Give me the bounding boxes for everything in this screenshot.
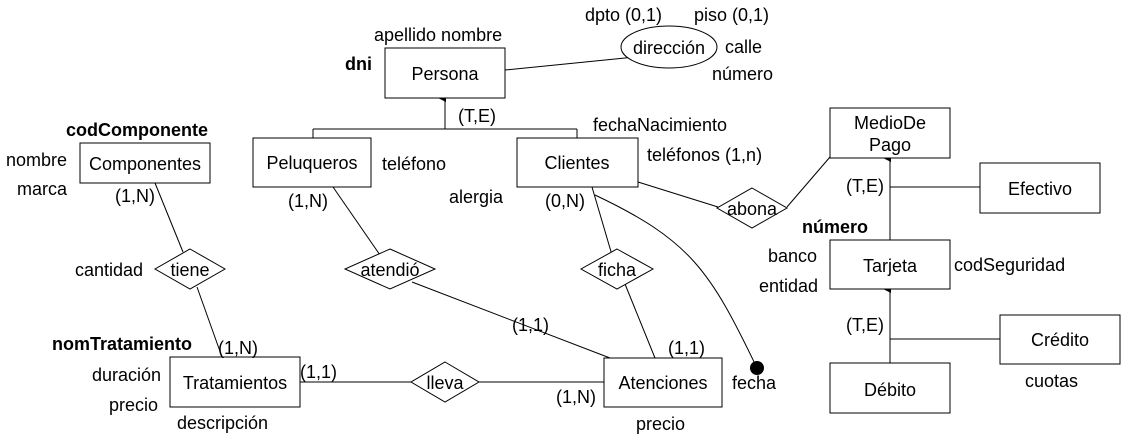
- attribute-dpto: dpto (0,1): [585, 5, 662, 25]
- entity-credito[interactable]: Crédito: [999, 314, 1121, 365]
- entity-tratamientos-label: Tratamientos: [183, 373, 287, 393]
- entity-medio-de-pago[interactable]: MedioDe Pago: [829, 107, 951, 159]
- relationship-lleva[interactable]: lleva: [410, 361, 480, 403]
- relationship-lleva-label: lleva: [426, 373, 464, 393]
- cardinality-peluqueros-atendio: (1,N): [288, 191, 328, 211]
- entity-peluqueros[interactable]: Peluqueros: [252, 137, 372, 188]
- attribute-piso: piso (0,1): [694, 5, 769, 25]
- attribute-descripcion: descripción: [177, 413, 268, 433]
- entity-debito-label: Débito: [864, 380, 916, 400]
- attribute-precio-tratamientos: precio: [109, 395, 158, 415]
- attribute-numero-direccion: número: [712, 64, 773, 84]
- relationship-tiene-label: tiene: [170, 260, 209, 280]
- key-nomtratamiento: nomTratamiento: [52, 334, 192, 354]
- cardinality-tratamientos-lleva: (1,1): [300, 362, 337, 382]
- entity-persona[interactable]: Persona: [384, 47, 506, 99]
- atendio-atenciones-line: [411, 281, 611, 359]
- entity-clientes[interactable]: Clientes: [516, 137, 639, 188]
- attribute-direccion[interactable]: dirección: [620, 25, 718, 69]
- entity-medio-de-pago-label-line2: Pago: [869, 135, 911, 155]
- cardinality-tratamientos-tiene: (1,N): [218, 338, 258, 358]
- attribute-apellido-nombre: apellido nombre: [374, 25, 502, 45]
- key-codcomponente: codComponente: [66, 120, 208, 140]
- attribute-codseguridad: codSeguridad: [954, 255, 1065, 275]
- attribute-banco: banco: [768, 246, 817, 266]
- cardinality-componentes-tiene: (1,N): [115, 186, 155, 206]
- tiene-tratamientos-line: [196, 286, 223, 358]
- attribute-fechanacimiento: fechaNacimiento: [593, 115, 727, 135]
- attribute-duracion: duración: [92, 365, 161, 385]
- fecha-attribute-dot: [750, 361, 764, 375]
- relationship-ficha-label: ficha: [598, 260, 637, 280]
- clientes-ficha-line: [591, 186, 613, 256]
- entity-componentes-label: Componentes: [89, 154, 201, 174]
- entity-tarjeta-label: Tarjeta: [863, 256, 918, 276]
- attribute-direccion-label: dirección: [633, 38, 705, 58]
- persona-direccion-line: [504, 56, 636, 71]
- attribute-telefono: teléfono: [382, 154, 446, 174]
- relationship-tiene[interactable]: tiene: [153, 248, 227, 290]
- entity-credito-label: Crédito: [1031, 330, 1089, 350]
- cardinality-atenciones-ficha: (1,1): [668, 338, 705, 358]
- attribute-marca: marca: [17, 179, 68, 199]
- clientes-abona-line: [637, 181, 719, 208]
- componentes-tiene-line: [154, 182, 184, 253]
- attribute-calle: calle: [725, 37, 762, 57]
- ficha-atenciones-line: [624, 283, 656, 359]
- cardinality-atenciones-atendio: (1,1): [512, 315, 549, 335]
- key-numero: número: [802, 217, 868, 237]
- cardinality-atenciones-lleva: (1,N): [556, 387, 596, 407]
- relationship-atendio-label: atendió: [360, 260, 419, 280]
- attribute-cuotas: cuotas: [1025, 371, 1078, 391]
- relationship-abona[interactable]: abona: [715, 187, 789, 229]
- cardinality-clientes-ficha: (0,N): [545, 191, 585, 211]
- attribute-cantidad: cantidad: [75, 260, 143, 280]
- hierarchy-persona-label: (T,E): [458, 106, 496, 126]
- entity-tratamientos[interactable]: Tratamientos: [169, 356, 301, 408]
- entity-medio-de-pago-label-line1: MedioDe: [854, 113, 926, 133]
- attribute-nombre: nombre: [6, 150, 67, 170]
- entity-tarjeta[interactable]: Tarjeta: [829, 239, 951, 290]
- peluqueros-atendio-line: [332, 186, 381, 256]
- attribute-precio-atenciones: precio: [636, 414, 685, 434]
- entity-persona-label: Persona: [411, 64, 479, 84]
- relationship-ficha[interactable]: ficha: [579, 248, 655, 290]
- entity-debito[interactable]: Débito: [829, 362, 951, 414]
- attribute-alergia: alergia: [449, 187, 504, 207]
- entity-atenciones[interactable]: Atenciones: [603, 357, 723, 408]
- relationship-abona-label: abona: [727, 199, 778, 219]
- relationship-atendio[interactable]: atendió: [343, 248, 437, 290]
- entity-efectivo-label: Efectivo: [1008, 179, 1072, 199]
- entity-peluqueros-label: Peluqueros: [266, 153, 357, 173]
- entity-efectivo[interactable]: Efectivo: [979, 162, 1101, 214]
- entity-clientes-label: Clientes: [544, 153, 609, 173]
- hierarchy-mediodepago-label: (T,E): [846, 176, 884, 196]
- key-dni: dni: [345, 54, 372, 74]
- entity-atenciones-label: Atenciones: [618, 373, 707, 393]
- hierarchy-tarjeta-label: (T,E): [846, 315, 884, 335]
- entity-componentes[interactable]: Componentes: [79, 142, 211, 184]
- abona-mediodepago-line: [786, 156, 831, 208]
- attribute-telefonos: teléfonos (1,n): [647, 145, 762, 165]
- attribute-entidad: entidad: [759, 276, 818, 296]
- ficha-fecha-curve: [594, 194, 758, 369]
- attribute-fecha: fecha: [732, 373, 777, 393]
